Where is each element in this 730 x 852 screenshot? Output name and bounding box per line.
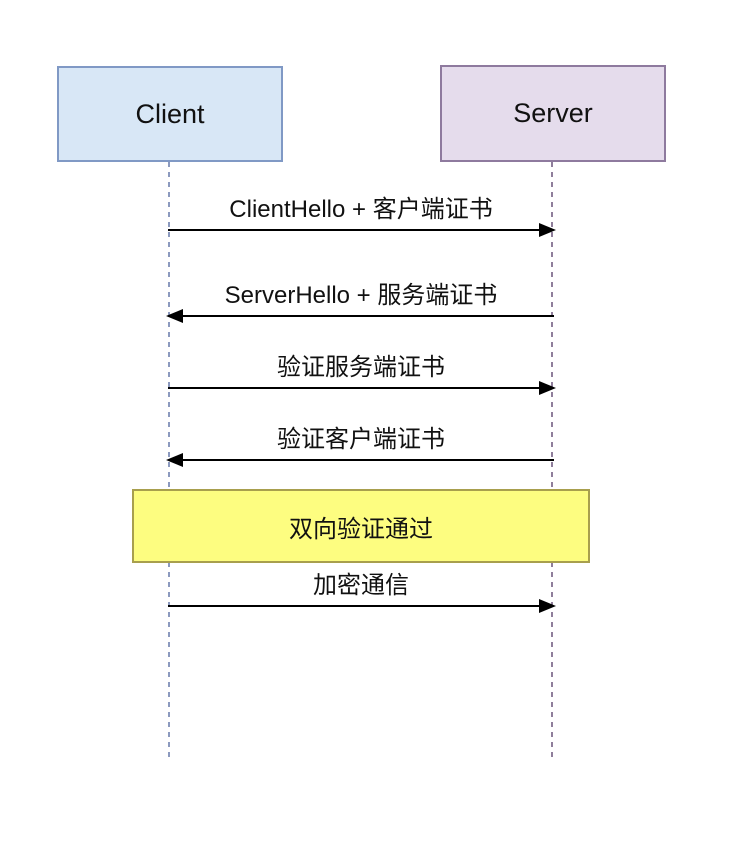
actor-server-box: Server [440,65,666,162]
message-server-to-client: ServerHello + 服务端证书 [166,276,554,323]
message-server-to-client: 验证客户端证书 [166,420,554,467]
note-label: 双向验证通过 [289,515,433,543]
actor-client-box: Client [57,66,283,162]
actor-server-label: Server [513,98,593,128]
server-lifeline [551,162,553,762]
message-label: ClientHello + 客户端证书 [229,196,493,223]
message-arrow-line [168,605,546,607]
message-label: 验证服务端证书 [277,354,445,381]
message-label: 加密通信 [313,572,409,599]
arrowhead-icon [166,309,183,323]
message-client-to-server: 加密通信 [168,566,556,613]
message-client-to-server: ClientHello + 客户端证书 [168,190,556,237]
actor-client-label: Client [135,98,205,129]
arrowhead-icon [539,381,556,395]
message-arrow-line [168,387,546,389]
arrowhead-icon [539,223,556,237]
message-label: 验证客户端证书 [277,426,445,453]
message-arrow-line [168,229,546,231]
arrowhead-icon [539,599,556,613]
message-label: ServerHello + 服务端证书 [224,282,498,309]
arrowhead-icon [166,453,183,467]
message-arrow-line [176,315,554,317]
message-arrow-line [176,459,554,461]
message-client-to-server: 验证服务端证书 [168,348,556,395]
note-mutual-verification-passed: 双向验证通过 [132,489,590,563]
